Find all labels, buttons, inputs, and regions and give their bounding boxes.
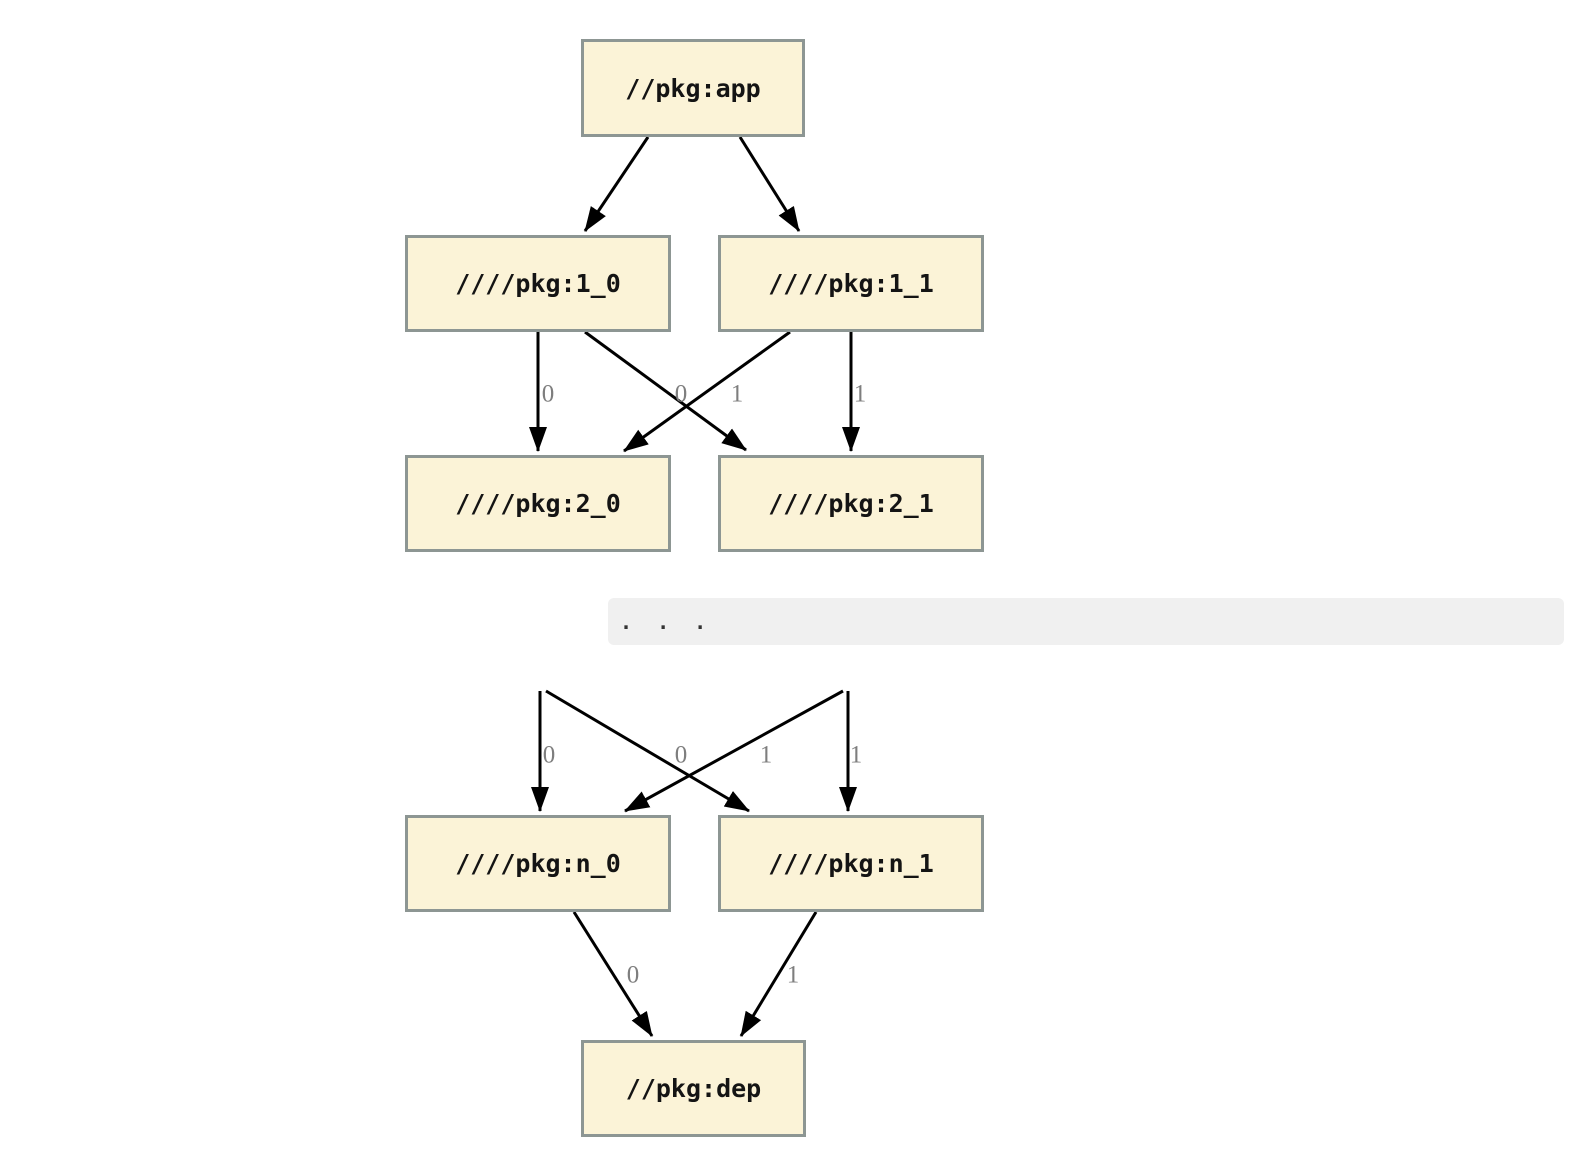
edge-elided-to-n-0-diagonal [624,689,844,813]
edge-label-elided-to-n-1-diagonal: 1 [759,741,773,769]
edge-label-1-1-to-2-1: 1 [853,380,867,408]
node-pkg-1-1: ////pkg:1_1 [718,235,984,332]
edge-1-1-to-2-0 [623,330,791,453]
node-pkg-2-0: ////pkg:2_0 [405,455,671,552]
edge-n-1-to-dep [739,911,818,1037]
node-pkg-dep: //pkg:dep [581,1040,806,1137]
node-pkg-n-0: ////pkg:n_0 [405,815,671,912]
edge-label-elided-to-n-1-vertical: 1 [849,741,863,769]
edge-label-1-1-to-2-0: 0 [674,380,688,408]
edge-label-1-0-to-2-0: 0 [541,380,555,408]
edge-label-n-1-to-dep: 1 [786,961,800,989]
edge-n-0-to-dep [572,911,654,1037]
node-pkg-2-1: ////pkg:2_1 [718,455,984,552]
ellipsis-code-block: . . . [608,598,1564,645]
node-pkg-n-1: ////pkg:n_1 [718,815,984,912]
edge-app-to-1-1 [738,136,801,232]
edge-elided-to-n-1-diagonal [545,689,750,813]
node-pkg-1-0: ////pkg:1_0 [405,235,671,332]
node-pkg-app: //pkg:app [581,39,805,137]
edge-1-0-to-2-1 [584,330,747,452]
edge-label-n-0-to-dep: 0 [626,961,640,989]
edge-label-elided-to-n-0-vertical: 0 [542,741,556,769]
edge-label-1-0-to-2-1: 1 [730,380,744,408]
edge-app-to-1-0 [583,136,650,232]
edge-label-elided-to-n-0-diagonal: 0 [674,741,688,769]
ellipsis-text: . . . [620,609,713,634]
